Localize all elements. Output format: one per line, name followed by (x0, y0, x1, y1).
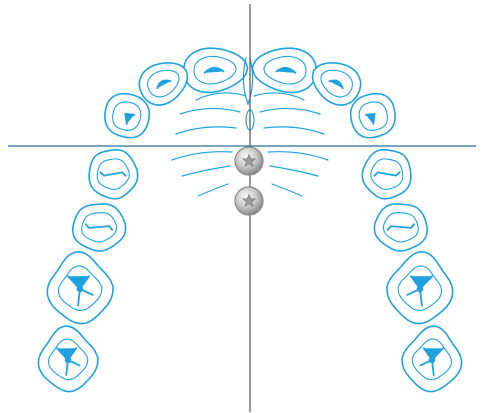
palatal-ruga (180, 108, 240, 114)
arch-left-side (36, 46, 249, 394)
palatal-ruga (270, 166, 318, 176)
palatal-ruga (268, 152, 328, 160)
arch-right-side (251, 46, 464, 394)
palatal-ruga (196, 93, 246, 100)
tooth-first-molar (384, 250, 455, 326)
palatal-ruga (182, 166, 230, 176)
screw-icon[interactable] (235, 147, 263, 175)
tooth-first-premolar (85, 146, 141, 202)
palatal-ruga (260, 108, 320, 114)
tooth-first-premolar (359, 146, 415, 202)
tooth-second-molar (36, 324, 100, 394)
tooth-central-incisor (251, 46, 318, 95)
screw-icon[interactable] (235, 187, 263, 215)
palatal-ruga (172, 152, 232, 160)
palatal-ruga (264, 127, 324, 134)
tooth-central-incisor (182, 46, 249, 95)
tooth-second-premolar (373, 202, 430, 253)
palatal-ruga (198, 184, 228, 196)
palatal-ruga (254, 93, 304, 100)
palatal-ruga (272, 184, 302, 196)
palatal-ruga (243, 58, 252, 104)
tooth-first-molar (45, 250, 116, 326)
tooth-second-molar (400, 324, 464, 394)
palatal-ruga (176, 127, 236, 134)
tooth-second-premolar (71, 202, 128, 253)
